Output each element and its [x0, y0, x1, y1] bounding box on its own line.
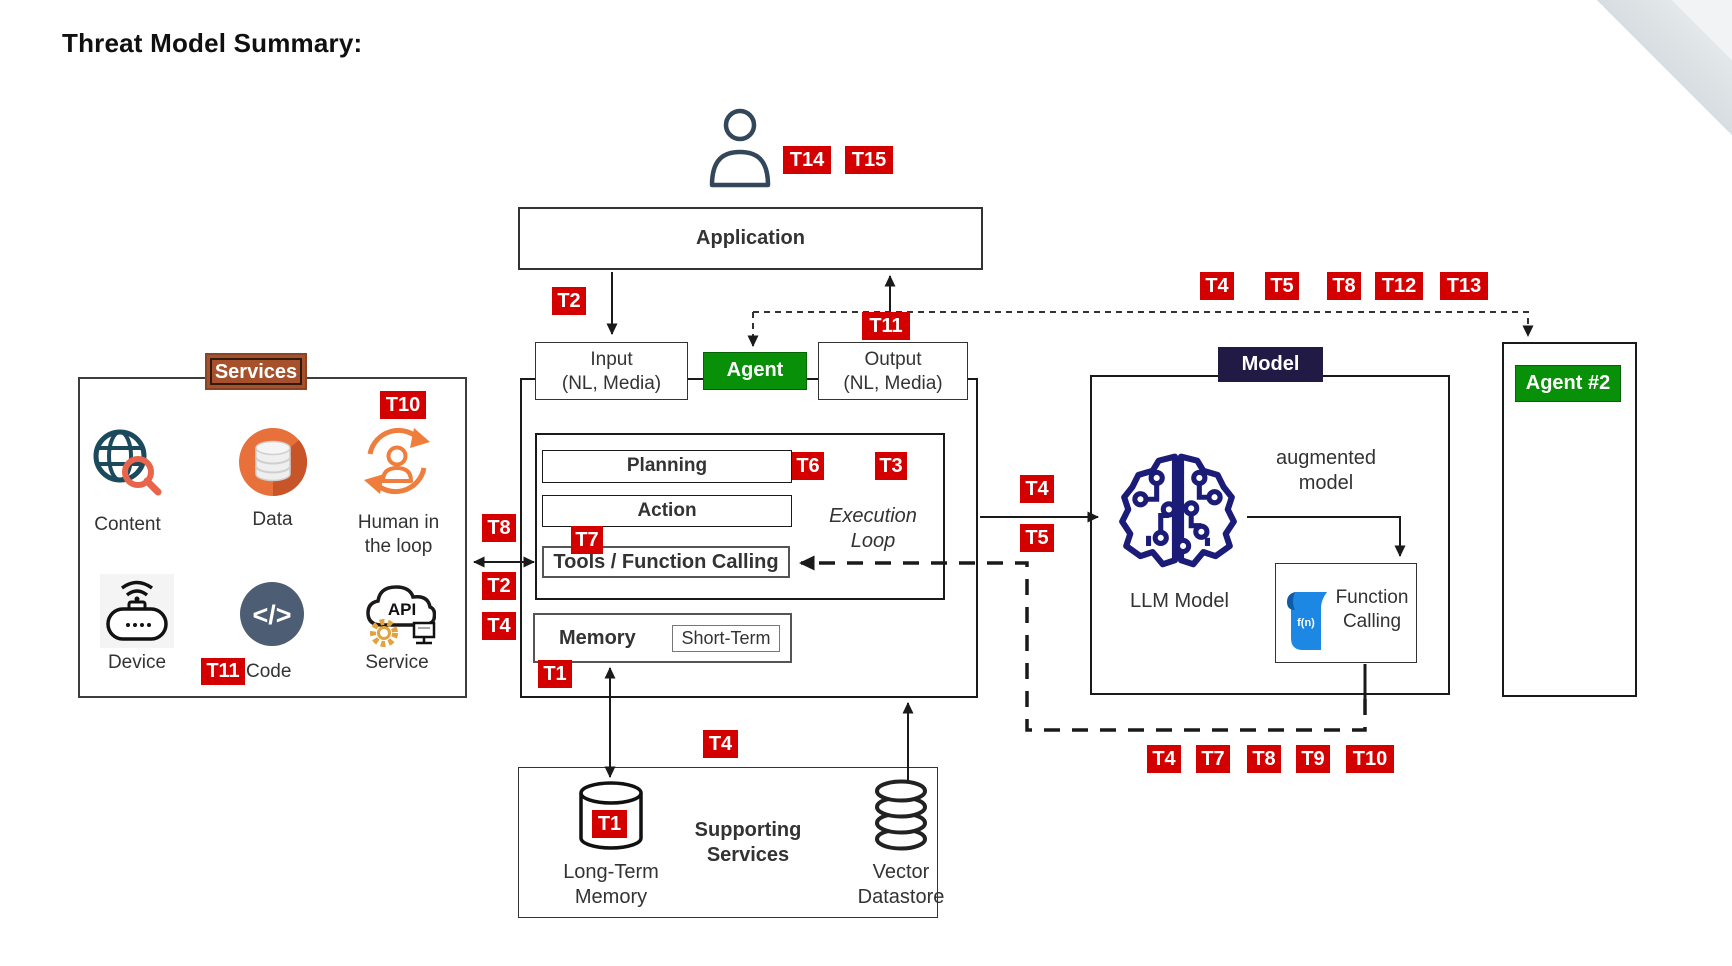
vector-datastore-icon: [875, 779, 927, 851]
threat-badge-t4-model: T4: [1020, 475, 1054, 503]
service-item-label: Content: [94, 514, 161, 535]
model-header-badge: Model: [1218, 347, 1323, 382]
supporting-services-label: Supporting Services: [694, 819, 802, 866]
planning-box: Planning: [542, 450, 792, 483]
action-box: Action: [542, 495, 792, 527]
planning-label: Planning: [626, 455, 708, 476]
threat-badge-t4-supporting: T4: [703, 730, 738, 758]
api-service-icon: API: [366, 585, 436, 647]
threat-badge-t5-top: T5: [1265, 272, 1299, 300]
input-label: Input: [590, 349, 633, 370]
service-item-label: Human in the loop: [357, 512, 440, 557]
threat-badge-t10-feedback: T10: [1346, 745, 1394, 773]
page-title: Threat Model Summary:: [62, 28, 363, 58]
function-calling-label: Function Calling: [1335, 587, 1409, 632]
threat-badge-t6-planning: T6: [792, 452, 824, 480]
person-icon: [709, 108, 771, 188]
execution-loop-label: Execution Loop: [829, 505, 917, 552]
long-term-memory-label: Long-Term Memory: [563, 861, 659, 908]
threat-badge-t4-top: T4: [1200, 272, 1234, 300]
threat-badge-t8-services: T8: [482, 514, 516, 542]
llm-model-label: LLM Model: [1130, 590, 1229, 612]
tools-label: Tools / Function Calling: [553, 551, 779, 573]
threat-badge-t4-services: T4: [482, 612, 516, 640]
threat-badge-t1-ltm: T1: [592, 810, 627, 838]
function-scroll-icon: f(n): [1287, 592, 1327, 650]
threat-badge-t14: T14: [783, 146, 831, 174]
threat-badge-t11-code: T11: [201, 658, 245, 685]
threat-badge-t9-feedback: T9: [1296, 745, 1330, 773]
augmented-model-label: augmented model: [1275, 447, 1377, 494]
tools-function-calling-box: Tools / Function Calling: [542, 546, 790, 578]
threat-badge-t8-top: T8: [1327, 272, 1361, 300]
short-term-label: Short-Term: [681, 628, 771, 648]
service-item-label: Device: [107, 652, 167, 673]
output-sublabel: (NL, Media): [843, 372, 943, 394]
services-header-badge: Services: [205, 353, 307, 390]
agent-header-badge: Agent: [703, 352, 807, 390]
threat-badge-t1-memory: T1: [538, 660, 572, 688]
human-in-the-loop-icon: [364, 427, 430, 495]
code-icon: </>: [240, 582, 304, 646]
database-icon: [239, 428, 308, 497]
threat-badge-t7-tools: T7: [571, 526, 603, 554]
threat-badge-t8-feedback: T8: [1247, 745, 1281, 773]
threat-badge-t13-top: T13: [1440, 272, 1488, 300]
svg-text:API: API: [388, 600, 416, 619]
threat-badge-t11-output: T11: [862, 312, 910, 340]
threat-badge-t12-top: T12: [1375, 272, 1423, 300]
input-box: Input (NL, Media): [535, 342, 688, 400]
page-corner-decoration: [1582, 0, 1732, 150]
threat-badge-t4-feedback: T4: [1147, 745, 1181, 773]
service-item-label: Code: [246, 661, 292, 682]
threat-badge-t2-services: T2: [482, 572, 516, 600]
threat-badge-t7-feedback: T7: [1196, 745, 1230, 773]
output-box: Output (NL, Media): [818, 342, 968, 400]
application-box: Application: [518, 207, 983, 270]
smart-device-icon: [106, 580, 168, 641]
threat-badge-t5-model: T5: [1020, 524, 1054, 552]
function-calling-box: f(n) Function Calling: [1275, 563, 1417, 663]
memory-box: Memory Short-Term: [533, 613, 792, 663]
input-sublabel: (NL, Media): [561, 372, 662, 394]
agent2-header-badge: Agent #2: [1515, 365, 1621, 402]
action-label: Action: [637, 500, 697, 521]
globe-search-icon: [93, 429, 162, 496]
vector-datastore-label: Vector Datastore: [857, 861, 945, 908]
service-item-label: Service: [365, 652, 429, 673]
memory-label: Memory: [559, 627, 636, 649]
application-label: Application: [696, 227, 805, 249]
threat-badge-t10-hitl: T10: [380, 391, 426, 419]
svg-text:</>: </>: [252, 600, 291, 630]
threat-badge-t2-app: T2: [552, 287, 586, 315]
threat-badge-t3-loop: T3: [875, 452, 907, 480]
threat-badge-t15: T15: [845, 146, 893, 174]
llm-brain-icon: [1119, 453, 1237, 568]
output-label: Output: [864, 349, 922, 370]
service-item-label: Data: [252, 509, 293, 530]
short-term-box: Short-Term: [672, 625, 780, 652]
svg-text:f(n): f(n): [1297, 617, 1315, 629]
